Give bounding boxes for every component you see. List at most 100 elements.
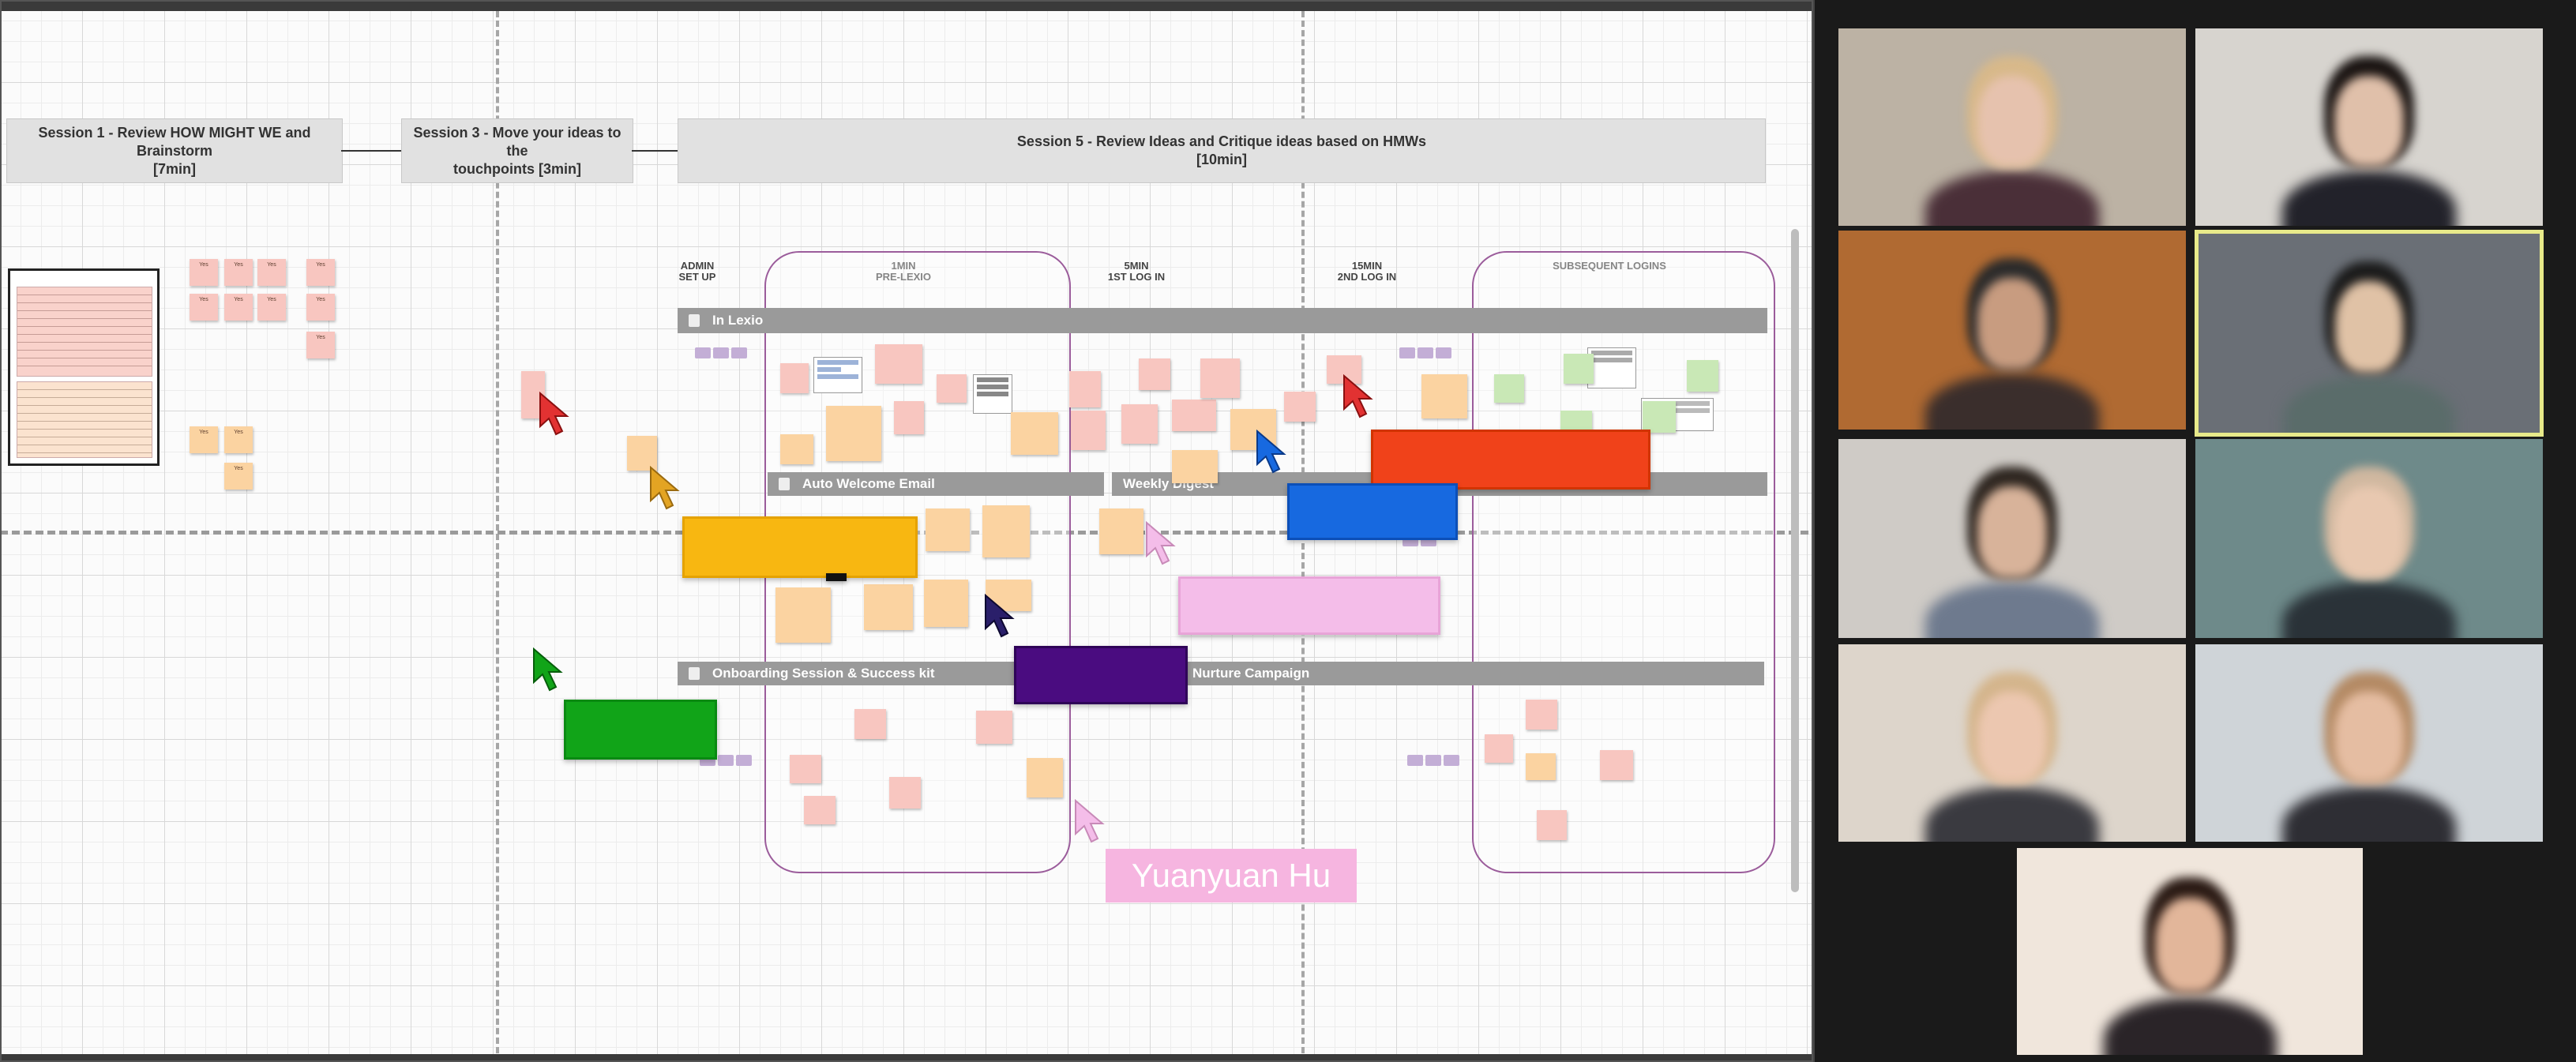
participant-video-tile[interactable] bbox=[1838, 231, 2186, 430]
sticky-note[interactable] bbox=[1485, 734, 1513, 763]
sticky-note[interactable] bbox=[1600, 750, 1633, 780]
participant-video-tile[interactable] bbox=[1838, 644, 2186, 842]
sticky-note[interactable] bbox=[1071, 411, 1106, 450]
sticky-note[interactable] bbox=[1526, 753, 1556, 780]
sticky-note[interactable] bbox=[1526, 700, 1557, 730]
sticky-note[interactable] bbox=[1494, 374, 1524, 403]
board-top-bar bbox=[0, 0, 1813, 11]
sticky-note[interactable]: Yes bbox=[257, 259, 286, 286]
screenshot-thumbnail[interactable] bbox=[1587, 347, 1636, 388]
participant-body bbox=[1925, 373, 2099, 430]
participant-video-tile[interactable] bbox=[1838, 439, 2186, 638]
stage-subsequent-logins: SUBSEQUENT LOGINS bbox=[1553, 260, 1666, 272]
participant-body bbox=[2284, 377, 2454, 433]
sticky-note[interactable]: Yes bbox=[190, 426, 218, 453]
yellow-shape[interactable] bbox=[682, 516, 918, 578]
sticky-note[interactable] bbox=[1011, 412, 1058, 455]
participant-video-tile[interactable] bbox=[2195, 28, 2543, 226]
participant-body bbox=[1925, 786, 2099, 842]
sticky-note[interactable]: Yes bbox=[224, 426, 253, 453]
purple-shape[interactable] bbox=[1014, 646, 1188, 704]
participant-video-tile[interactable] bbox=[1838, 28, 2186, 226]
sticky-note[interactable]: Yes bbox=[190, 294, 218, 321]
participant-face bbox=[1977, 76, 2047, 167]
sticky-note[interactable] bbox=[926, 508, 970, 551]
cursor-green-icon bbox=[533, 647, 563, 692]
lane-auto-welcome: Auto Welcome Email bbox=[768, 472, 1104, 496]
participant-body bbox=[2282, 786, 2456, 842]
pink-shape[interactable] bbox=[1178, 576, 1440, 635]
screenshot-thumbnail[interactable] bbox=[813, 357, 862, 393]
sticky-note[interactable] bbox=[1121, 404, 1158, 444]
sticky-note[interactable] bbox=[804, 796, 836, 824]
sticky-note[interactable] bbox=[1200, 358, 1240, 398]
cursor-red-icon bbox=[1343, 374, 1373, 418]
session-5-header: Session 5 - Review Ideas and Critique id… bbox=[678, 118, 1766, 183]
sticky-note[interactable] bbox=[826, 406, 881, 461]
lane-nurture: Nurture Campaign bbox=[1181, 662, 1764, 685]
lane-icon bbox=[689, 314, 700, 327]
screenshot-thumbnail[interactable] bbox=[973, 374, 1012, 414]
sticky-note[interactable]: Yes bbox=[190, 259, 218, 286]
sticky-note[interactable] bbox=[790, 755, 821, 783]
active-speaker-video-tile[interactable] bbox=[2195, 230, 2544, 437]
yellow-shape-handle bbox=[826, 573, 847, 581]
sticky-note[interactable]: Yes bbox=[306, 332, 335, 358]
green-shape[interactable] bbox=[564, 700, 717, 760]
blue-shape[interactable] bbox=[1287, 483, 1458, 540]
whiteboard-canvas[interactable]: Session 1 - Review HOW MIGHT WE and Brai… bbox=[0, 0, 1815, 1062]
sticky-note[interactable] bbox=[854, 709, 886, 739]
sticky-note[interactable] bbox=[1643, 401, 1676, 433]
sticky-note[interactable] bbox=[775, 587, 831, 643]
sticky-note[interactable] bbox=[924, 580, 968, 627]
cursor-blue-icon bbox=[1256, 430, 1286, 474]
participant-face bbox=[1977, 692, 2047, 782]
hmw-card[interactable] bbox=[8, 268, 160, 466]
sticky-note[interactable]: Yes bbox=[224, 463, 253, 490]
sticky-note[interactable] bbox=[894, 401, 924, 434]
placeholder-group bbox=[1399, 347, 1456, 362]
sticky-note[interactable]: Yes bbox=[257, 294, 286, 321]
orange-shape[interactable] bbox=[1371, 430, 1650, 490]
sticky-note[interactable] bbox=[1069, 371, 1101, 407]
sticky-note[interactable] bbox=[627, 436, 657, 471]
sticky-note[interactable] bbox=[982, 505, 1030, 557]
sticky-note[interactable] bbox=[1687, 360, 1718, 392]
sticky-note[interactable] bbox=[1027, 758, 1063, 797]
sticky-note[interactable]: Yes bbox=[224, 259, 253, 286]
placeholder-group bbox=[695, 347, 752, 362]
cursor-navy-icon bbox=[985, 594, 1015, 638]
participant-video-tile[interactable] bbox=[2017, 848, 2363, 1055]
participant-video-tile[interactable] bbox=[2195, 644, 2543, 842]
sticky-note[interactable] bbox=[1537, 810, 1567, 840]
participant-face bbox=[2155, 897, 2225, 993]
sticky-note[interactable] bbox=[1172, 400, 1216, 431]
sticky-note[interactable] bbox=[864, 584, 913, 630]
sticky-note[interactable]: Yes bbox=[306, 259, 335, 286]
participant-video-tile[interactable] bbox=[2195, 439, 2543, 638]
sticky-note[interactable] bbox=[1139, 358, 1170, 390]
cursor-pink-icon bbox=[1146, 521, 1176, 565]
sticky-note[interactable] bbox=[976, 711, 1012, 744]
sticky-note[interactable] bbox=[1172, 450, 1218, 483]
participant-face bbox=[2334, 76, 2404, 167]
session-1-header: Session 1 - Review HOW MIGHT WE and Brai… bbox=[6, 118, 343, 183]
sticky-note[interactable] bbox=[937, 374, 967, 403]
sticky-note[interactable] bbox=[780, 434, 813, 464]
sticky-note[interactable] bbox=[1421, 374, 1467, 418]
hmw-questions-block bbox=[17, 287, 152, 377]
sticky-note[interactable] bbox=[1564, 354, 1594, 384]
vertical-scrollbar[interactable] bbox=[1791, 229, 1799, 892]
sticky-note[interactable] bbox=[780, 363, 809, 393]
sticky-note[interactable]: Yes bbox=[224, 294, 253, 321]
sticky-note[interactable]: Yes bbox=[306, 294, 335, 321]
sticky-note[interactable] bbox=[889, 777, 921, 809]
sticky-note[interactable] bbox=[875, 344, 922, 384]
sticky-note[interactable] bbox=[1284, 392, 1316, 422]
sticky-note[interactable] bbox=[1099, 508, 1143, 554]
